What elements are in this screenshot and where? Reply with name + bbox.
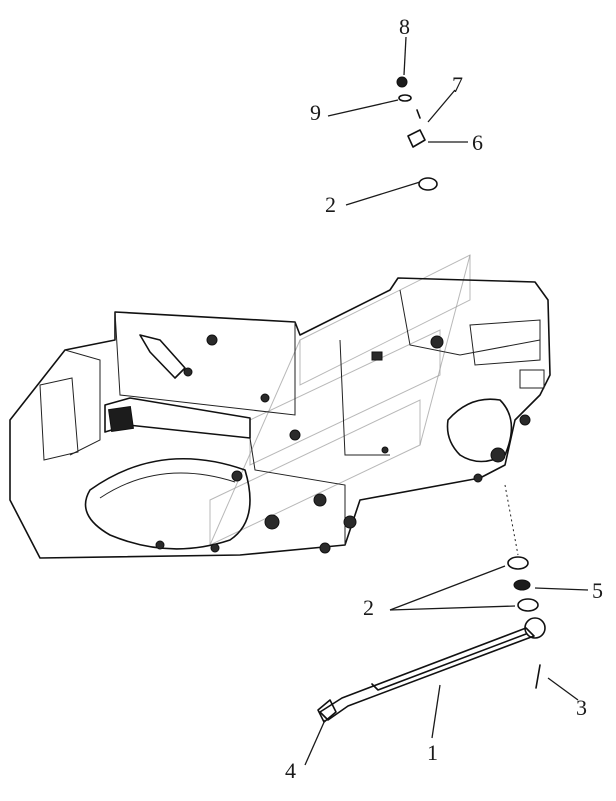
callout-7: 7 — [452, 72, 463, 97]
callout-5: 5 — [592, 578, 603, 603]
watermark-logo-icon — [209, 254, 471, 546]
gasket-2-upper-icon — [418, 177, 438, 191]
callout-labels: 8 9 7 6 2 2 5 3 1 4 — [285, 14, 603, 783]
gearbox-housing-icon — [9, 277, 551, 559]
upper-fastener-stack — [396, 76, 438, 191]
lower-washer-stack — [504, 484, 539, 612]
callout-6: 6 — [472, 130, 483, 155]
nut-8-icon — [396, 76, 408, 88]
callout-9: 9 — [310, 100, 321, 125]
washer-9-icon — [398, 94, 412, 102]
callout-1: 1 — [427, 740, 438, 765]
plate-6-icon — [407, 129, 426, 148]
callout-4: 4 — [285, 758, 296, 783]
callout-2-upper: 2 — [325, 192, 336, 217]
washer-5-icon — [513, 579, 531, 591]
gasket-2-lower-a-icon — [507, 556, 529, 570]
end-fork-4-icon — [317, 699, 337, 723]
callout-3: 3 — [576, 695, 587, 720]
pin-7-icon — [416, 109, 421, 119]
bolt-3-icon — [535, 664, 541, 689]
gasket-2-lower-b-icon — [517, 598, 539, 612]
callout-8: 8 — [399, 14, 410, 39]
shift-shaft-icon — [317, 617, 546, 723]
leader-lines — [304, 36, 589, 766]
callout-2-lower: 2 — [363, 595, 374, 620]
